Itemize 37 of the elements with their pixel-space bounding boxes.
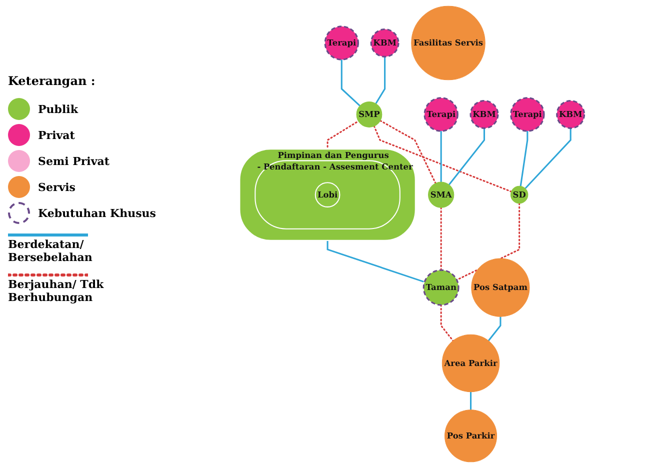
- connector: [380, 120, 436, 184]
- connector: [524, 128, 572, 190]
- legend-label: Servis: [38, 180, 76, 194]
- legend-label: Publik: [38, 102, 78, 116]
- legend-title: Keterangan :: [8, 74, 96, 88]
- legend-label: Berdekatan/ Bersebelahan: [8, 238, 92, 264]
- node-circle: KBM: [556, 100, 586, 129]
- connector: [470, 392, 472, 410]
- connector: [326, 240, 424, 282]
- node-circle: KBM: [370, 28, 400, 58]
- legend-label: Privat: [38, 128, 75, 142]
- connector: [440, 304, 454, 342]
- node-circle: SD: [510, 186, 528, 204]
- connector: [520, 131, 528, 186]
- node-circle: Terapi: [424, 97, 458, 132]
- node-circle: Taman: [422, 269, 460, 306]
- legend-label: Kebutuhan Khusus: [38, 206, 156, 220]
- node-circle: Fasilitas Servis: [411, 6, 486, 80]
- node-circle: Pos Parkir: [444, 410, 498, 462]
- node-circle: KBM: [470, 100, 499, 129]
- connector: [448, 128, 486, 186]
- node-circle: Terapi: [324, 26, 359, 60]
- connector: [375, 56, 386, 104]
- node-circle: Area Parkir: [442, 334, 500, 392]
- connector: [373, 125, 512, 192]
- connector: [440, 206, 442, 271]
- connector: [326, 122, 358, 150]
- connector: [488, 316, 502, 342]
- legend-label: Berjauhan/ Tdk Berhubungan: [8, 278, 104, 304]
- node-circle: Lobi: [314, 182, 340, 208]
- node-circle: SMA: [428, 182, 454, 208]
- connector: [340, 60, 360, 106]
- connector: [440, 131, 442, 182]
- node-circle: Terapi: [510, 97, 545, 132]
- node-circle: SMP: [356, 102, 382, 128]
- legend-label: Semi Privat: [38, 154, 110, 168]
- node-circle: Pos Satpam: [471, 258, 530, 317]
